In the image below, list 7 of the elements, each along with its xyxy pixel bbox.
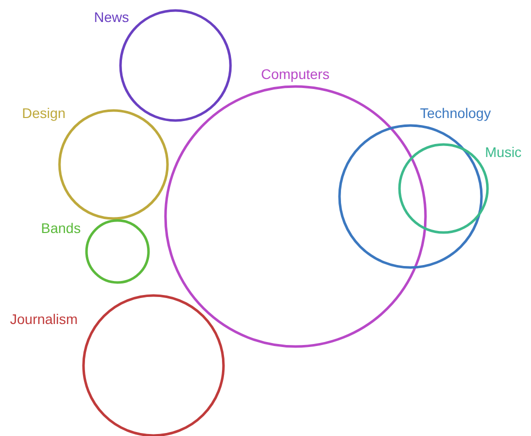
bubble-label: Journalism (10, 311, 78, 327)
bubble-label: Technology (420, 105, 491, 121)
bubble-label: Design (22, 105, 66, 121)
bubble-label: Bands (41, 220, 81, 236)
bubble-label: News (94, 9, 130, 25)
bubble-label: Music (485, 144, 522, 160)
bubble-label: Computers (261, 66, 330, 82)
